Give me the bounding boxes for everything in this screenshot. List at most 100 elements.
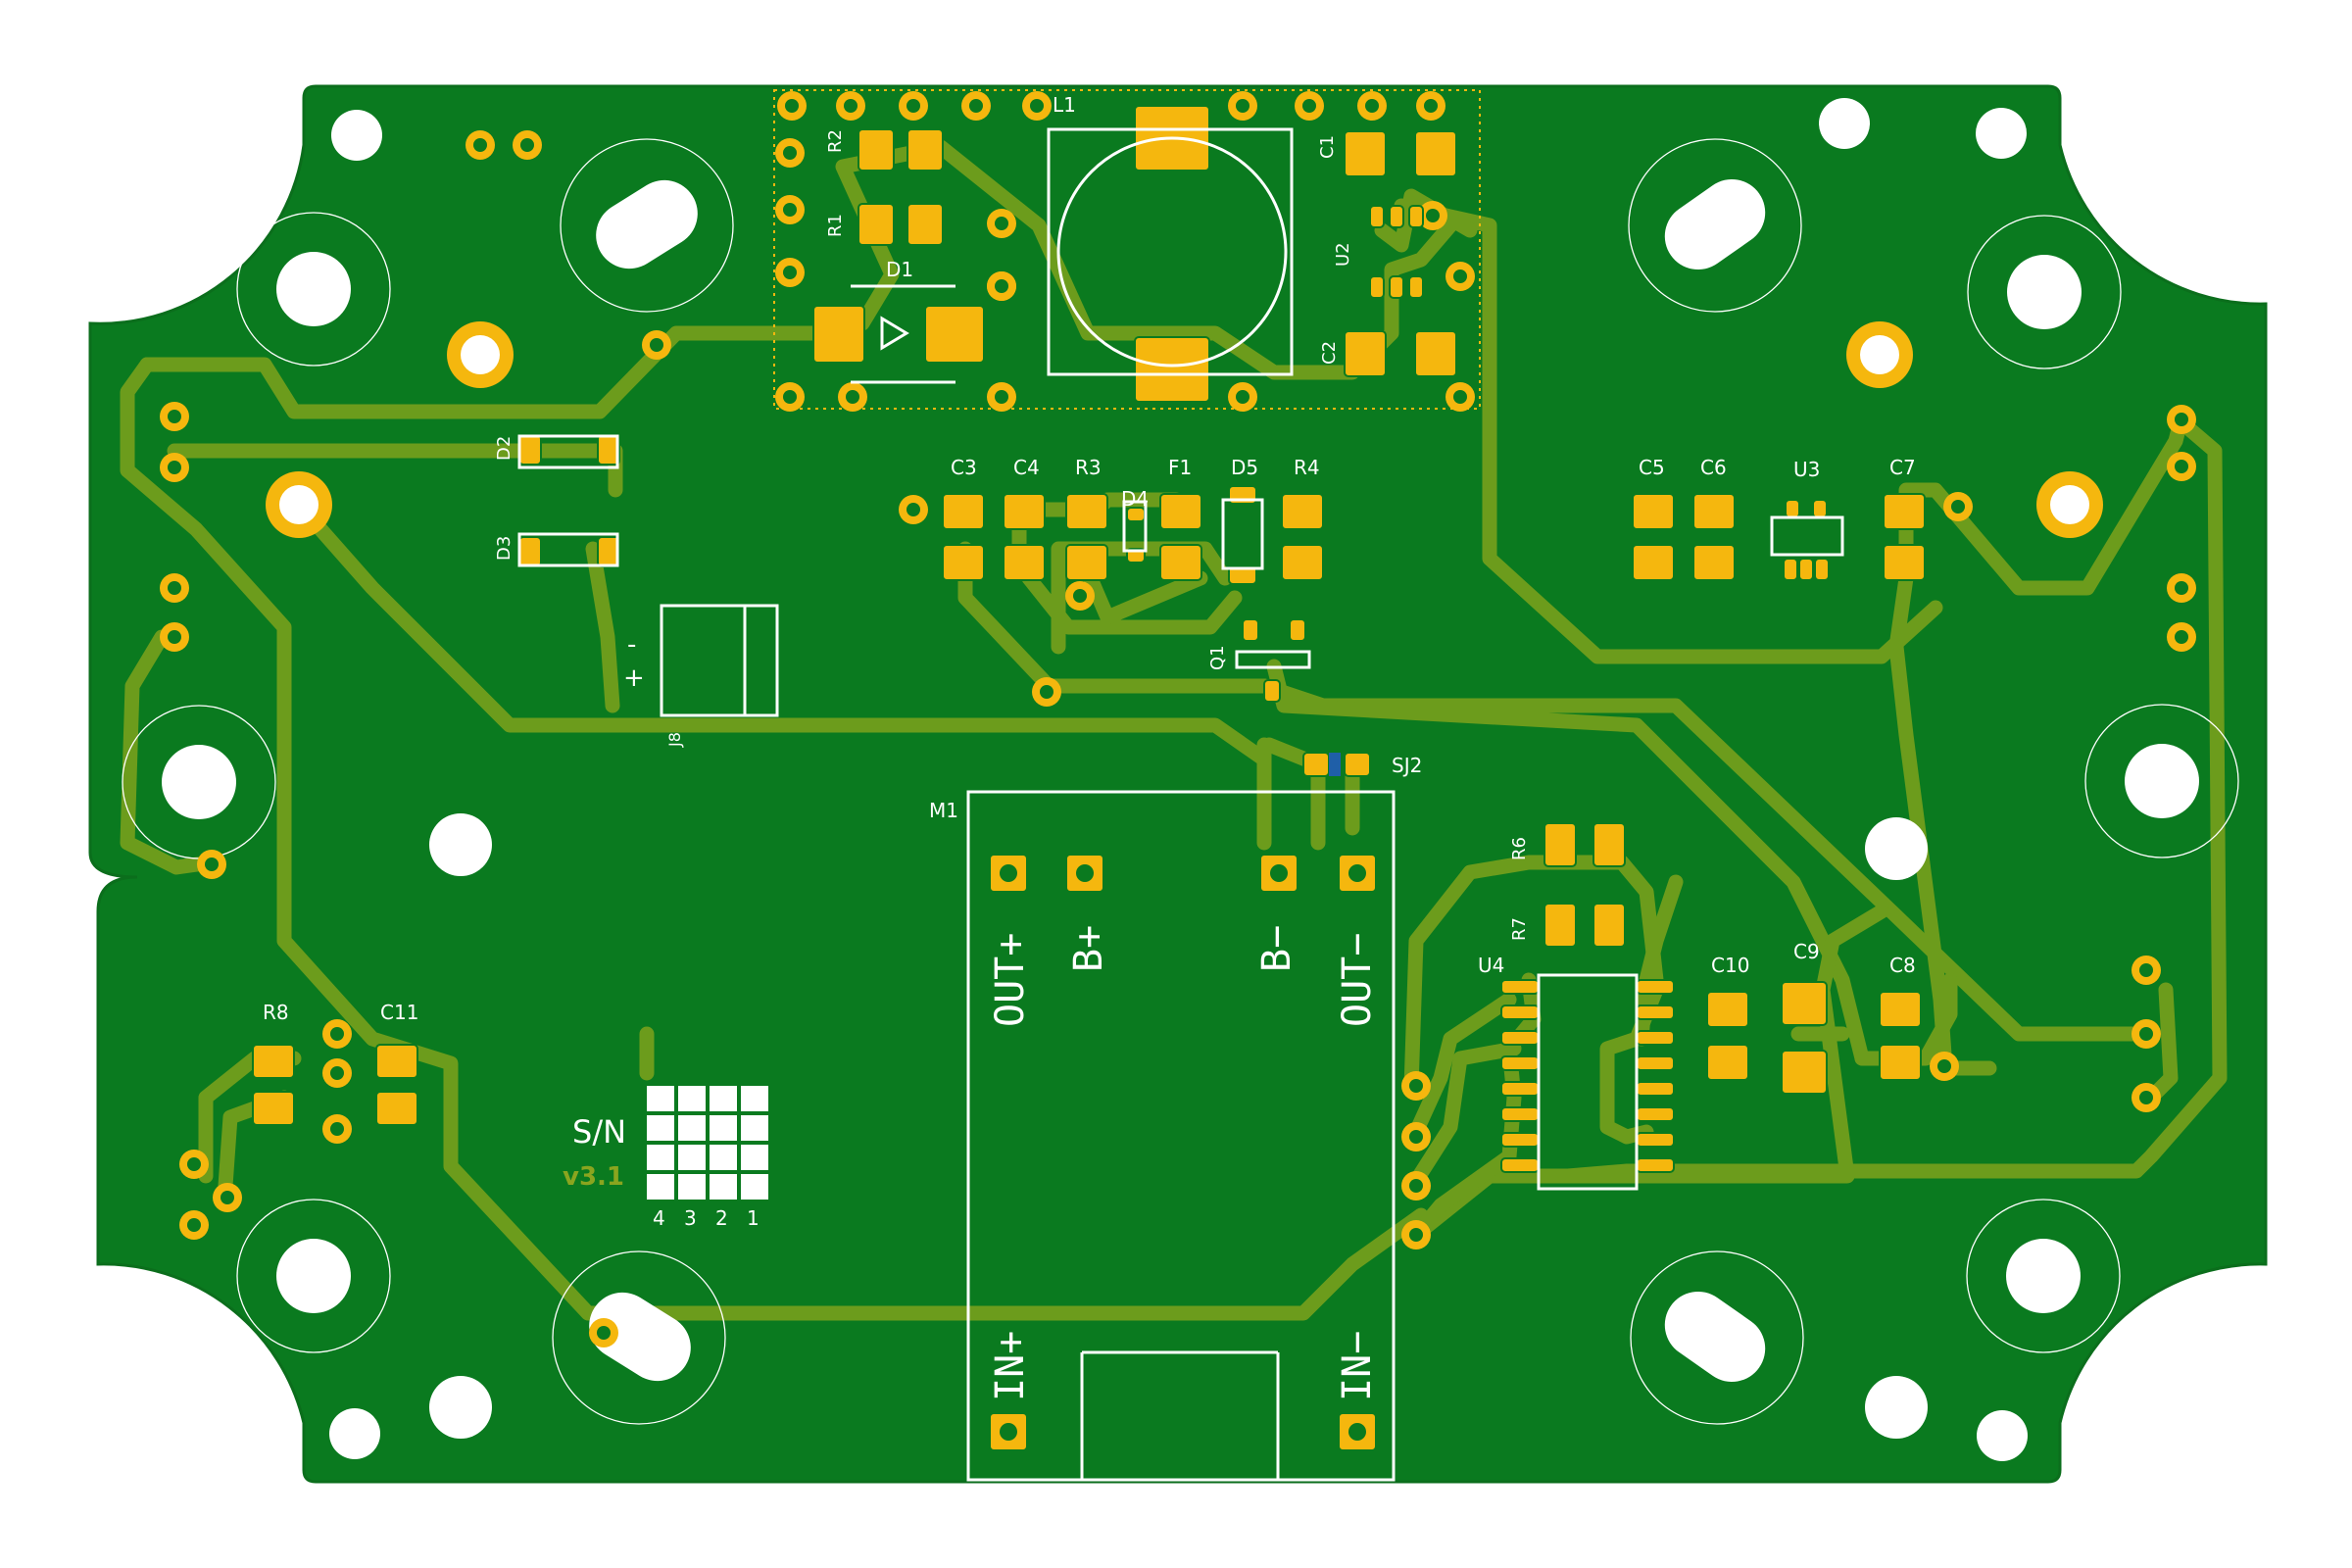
smd-pad: [1636, 979, 1675, 995]
label-c10: C10: [1711, 954, 1749, 977]
smd-pad: [1883, 544, 1926, 581]
label-j8: J8: [665, 732, 684, 748]
module-pad-hole: [1270, 864, 1288, 882]
smd-pad: [1785, 499, 1800, 518]
smd-pad: [1706, 991, 1749, 1028]
trace: [1021, 570, 1243, 635]
trace: [120, 357, 1429, 1321]
label-u4: U4: [1478, 954, 1504, 977]
label-d2: D2: [494, 436, 514, 461]
l1-circle: [1056, 136, 1288, 368]
smd-pad: [1281, 544, 1324, 581]
trace: [1888, 639, 1997, 1076]
hole: [2125, 744, 2199, 818]
smd-pad: [1414, 130, 1457, 177]
smd-pad: [1692, 493, 1736, 530]
label-m1: M1: [929, 799, 958, 822]
label-c3: C3: [951, 456, 977, 479]
smd-pad: [1389, 275, 1404, 299]
smd-pad: [1544, 903, 1577, 948]
label-c4: C4: [1013, 456, 1040, 479]
hole: [2007, 255, 2082, 329]
label-r6: R6: [1509, 837, 1530, 860]
label-f1: F1: [1168, 456, 1192, 479]
smd-pads: [252, 105, 1926, 1451]
smd-pad: [1281, 493, 1324, 530]
hole: [329, 1408, 380, 1459]
label-r4: R4: [1294, 456, 1320, 479]
smd-pad: [1636, 1106, 1675, 1122]
trace: [1403, 855, 1664, 1096]
smd-pad: [1781, 981, 1828, 1026]
hole: [1819, 98, 1870, 149]
trace: [1634, 874, 1684, 1047]
u2-courtyard: [773, 89, 1481, 410]
sn-cell: [741, 1115, 768, 1141]
sn-digit: 3: [684, 1206, 697, 1230]
hole: [276, 1239, 351, 1313]
sn-cell: [678, 1145, 706, 1170]
module-in-plus: IN+: [988, 1331, 1033, 1401]
module-b-minus: B−: [1254, 925, 1299, 972]
smd-pad: [1344, 330, 1387, 377]
solder-jumper-bridge: [1329, 753, 1341, 776]
smd-pad: [942, 493, 985, 530]
label-c8: C8: [1889, 954, 1916, 977]
m1-outline: [966, 790, 1396, 1482]
smd-pad: [1781, 1050, 1828, 1095]
smd-pad: [1003, 544, 1046, 581]
hole: [331, 110, 382, 161]
smd-pad: [1228, 565, 1257, 585]
label-c2: C2: [1319, 341, 1340, 365]
label-version: v3.1: [563, 1162, 624, 1192]
smd-pad: [252, 1044, 295, 1079]
large-pads: [266, 321, 2103, 538]
hole: [162, 745, 236, 819]
label-c1: C1: [1317, 135, 1338, 159]
silkscreen-outlines: [517, 127, 1844, 1482]
smd-pad: [1798, 558, 1814, 581]
smd-pad: [1369, 205, 1385, 228]
sn-cell: [710, 1174, 737, 1200]
hole: [429, 1376, 492, 1439]
smd-pad: [1500, 1030, 1540, 1046]
label-c7: C7: [1889, 456, 1916, 479]
trace: [120, 629, 219, 875]
smd-pad: [1636, 1132, 1675, 1148]
smd-pad: [1883, 493, 1926, 530]
slot: [1664, 1291, 1766, 1383]
trace: [1051, 541, 1233, 655]
smd-pad: [1632, 493, 1675, 530]
sn-cell: [710, 1086, 737, 1111]
hole: [2006, 1239, 2081, 1313]
label-r8: R8: [263, 1001, 289, 1024]
smd-pad: [375, 1091, 418, 1126]
smd-pad: [1159, 493, 1202, 530]
smd-pad: [1544, 822, 1577, 867]
trace: [585, 541, 620, 713]
smd-pad: [1879, 991, 1922, 1028]
smd-pad: [1134, 336, 1210, 403]
hole: [1977, 1410, 2028, 1461]
smd-pad: [1879, 1044, 1922, 1081]
sn-cell: [647, 1115, 674, 1141]
label-c9: C9: [1793, 940, 1820, 963]
module-pad-hole: [1000, 864, 1017, 882]
trace: [1408, 992, 1517, 1140]
module-pad-hole: [1000, 1423, 1017, 1441]
label-u3: U3: [1793, 458, 1820, 481]
sn-cell: [710, 1115, 737, 1141]
label-r2: R2: [825, 129, 846, 153]
d1-arrow: [880, 316, 909, 351]
label-sj2: SJ2: [1392, 754, 1422, 777]
smd-pad: [1812, 499, 1828, 518]
smd-pad: [858, 203, 895, 246]
smd-pad: [858, 128, 895, 172]
smd-pad: [1500, 1004, 1540, 1020]
slot: [589, 1292, 691, 1382]
smd-pad: [252, 1091, 295, 1126]
d5-outline: [1221, 498, 1264, 570]
smd-pad: [1636, 1157, 1675, 1173]
label-d1: D1: [886, 258, 913, 281]
sn-cell: [647, 1086, 674, 1111]
